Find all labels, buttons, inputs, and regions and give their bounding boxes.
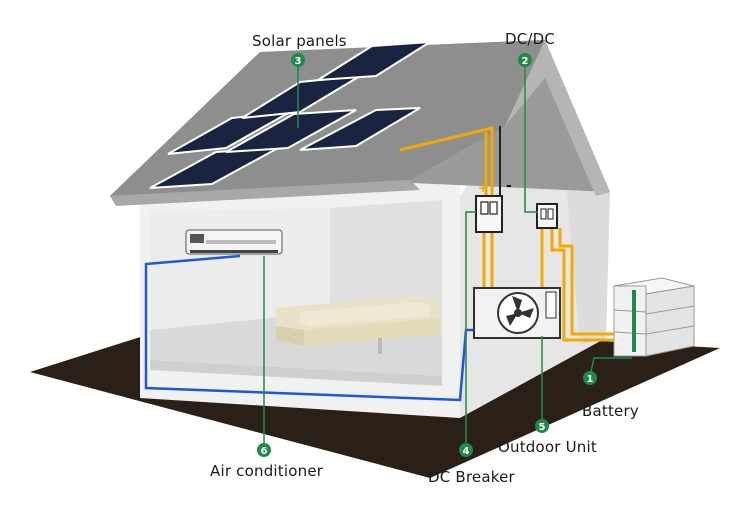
- leader-lines: [263, 62, 632, 446]
- marker-battery: 1: [583, 371, 597, 385]
- marker-dcdc: 2: [518, 53, 532, 67]
- leader-dc-breaker: [465, 211, 476, 446]
- dc-wiring: [399, 126, 620, 342]
- solar-panel: [225, 109, 357, 153]
- roof-eave: [110, 180, 420, 206]
- sofa: [276, 296, 440, 354]
- marker-dc-breaker: 4: [459, 443, 473, 457]
- solar-panel: [317, 41, 431, 81]
- dcdc-converter: [536, 203, 558, 229]
- roof-gable-trim: [505, 40, 610, 196]
- polarity-minus: -: [506, 178, 512, 194]
- room-floor-edge: [150, 360, 442, 386]
- marker-solar-panels: 3: [291, 53, 305, 67]
- dc-breaker: [475, 195, 503, 233]
- marker-dcdc-number: 2: [522, 56, 529, 67]
- label-battery: Battery: [582, 402, 639, 420]
- label-solar-panels: Solar panels: [252, 32, 347, 50]
- solar-panel: [299, 107, 421, 151]
- marker-battery-number: 1: [587, 374, 594, 385]
- label-dc-breaker: DC Breaker: [428, 468, 515, 486]
- label-dcdc: DC/DC: [505, 30, 556, 48]
- outdoor-unit: [473, 287, 561, 339]
- polarity-plus: +: [478, 181, 488, 195]
- house-side-wall-shade: [545, 70, 610, 345]
- battery-stack: [613, 277, 695, 357]
- marker-air-conditioner-number: 6: [261, 446, 268, 457]
- solar-panel-array: [149, 41, 431, 189]
- air-conditioner-unit: [185, 229, 283, 255]
- marker-outdoor-unit-number: 5: [539, 422, 546, 433]
- marker-solar-panels-number: 3: [295, 56, 302, 67]
- marker-air-conditioner: 6: [257, 443, 271, 457]
- label-air-conditioner: Air conditioner: [210, 462, 324, 480]
- leader-battery: [589, 357, 632, 377]
- marker-dc-breaker-number: 4: [463, 446, 470, 457]
- marker-outdoor-unit: 5: [535, 419, 549, 433]
- ac-wiring: [144, 254, 476, 402]
- label-outdoor-unit: Outdoor Unit: [498, 438, 597, 456]
- leader-dcdc: [524, 62, 538, 213]
